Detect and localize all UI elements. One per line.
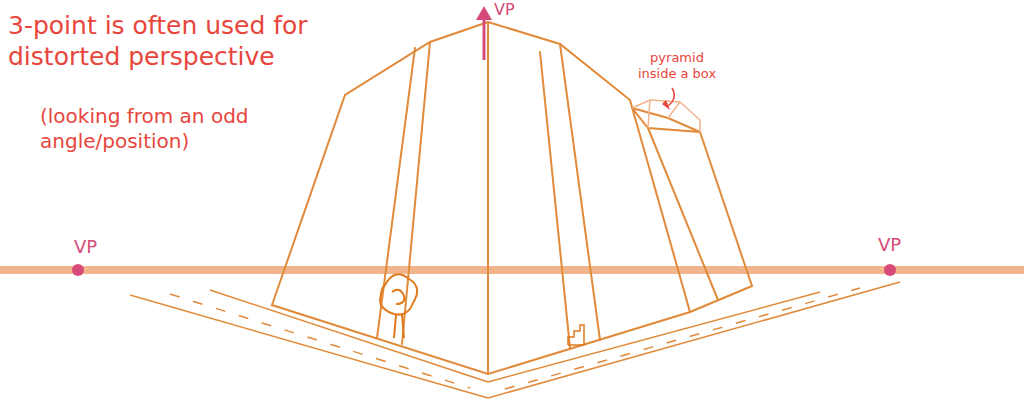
heading-note: 3-point is often used for distorted pers… — [8, 10, 348, 73]
building — [272, 22, 752, 374]
roads — [130, 282, 900, 398]
stairs — [568, 325, 584, 345]
tree — [380, 274, 417, 338]
pyramid-box — [632, 100, 700, 132]
callout-note: pyramid inside a box — [632, 50, 722, 81]
vp-label: VP — [878, 234, 901, 257]
horizon-line — [0, 266, 1024, 274]
vp-label: VP — [494, 0, 515, 20]
arrow-head — [662, 100, 670, 110]
leader-arrow — [668, 88, 674, 106]
note: (looking from an odd angle/position) — [40, 104, 280, 154]
vp-label: VP — [74, 236, 97, 259]
